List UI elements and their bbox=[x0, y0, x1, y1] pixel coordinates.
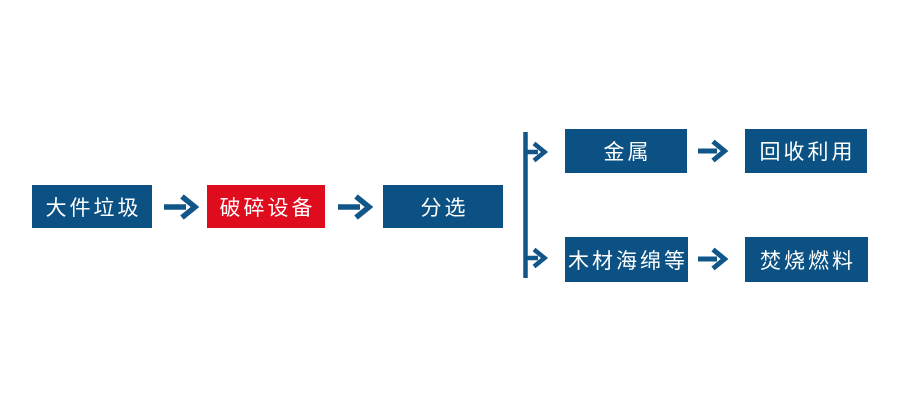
node-incineration-fuel-label: 焚烧燃料 bbox=[760, 249, 856, 273]
node-bulky-waste-label: 大件垃圾 bbox=[45, 196, 142, 220]
node-wood-sponge: 木材海绵等 bbox=[565, 237, 688, 282]
node-incineration-fuel: 焚烧燃料 bbox=[745, 237, 868, 282]
node-metal: 金属 bbox=[565, 129, 687, 173]
node-recycling: 回收利用 bbox=[745, 129, 867, 173]
node-metal-label: 金属 bbox=[603, 141, 652, 164]
arrow-right-icon bbox=[163, 192, 199, 222]
node-wood-sponge-label: 木材海绵等 bbox=[568, 249, 688, 273]
arrow-right-icon bbox=[697, 136, 729, 166]
node-crushing-equipment: 破碎设备 bbox=[207, 185, 325, 228]
branch-connector bbox=[518, 126, 558, 286]
arrow-right-icon bbox=[697, 244, 729, 274]
node-sorting-label: 分选 bbox=[420, 196, 469, 220]
node-sorting: 分选 bbox=[383, 185, 503, 228]
node-recycling-label: 回收利用 bbox=[759, 141, 856, 164]
node-crushing-equipment-label: 破碎设备 bbox=[219, 196, 316, 220]
arrow-right-icon bbox=[337, 192, 373, 222]
node-bulky-waste: 大件垃圾 bbox=[32, 185, 152, 228]
